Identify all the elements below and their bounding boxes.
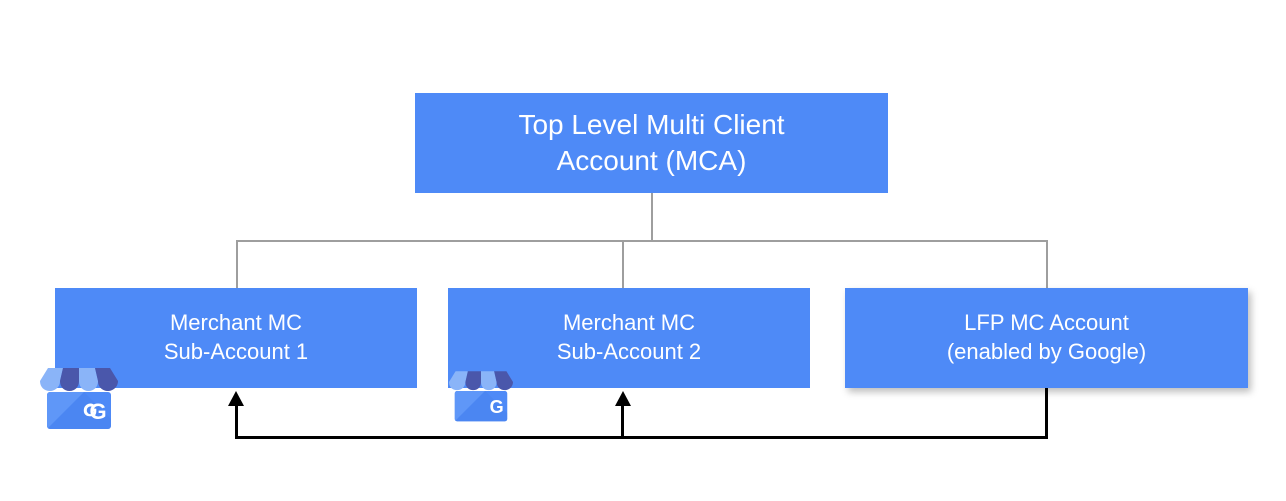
connector-drop-sub2 xyxy=(622,240,624,289)
node-merchant-sub-account-2-label: Merchant MC Sub-Account 2 xyxy=(556,310,702,364)
feed-arrow-riser-sub1 xyxy=(235,403,238,439)
feed-arrow-bus xyxy=(235,436,1048,439)
node-lfp-mc-account-label: LFP MC Account (enabled by Google) xyxy=(946,310,1147,364)
connector-drop-lfp xyxy=(1046,240,1048,289)
gmb-letter-g: G xyxy=(490,397,504,417)
arrowhead-icon-sub2 xyxy=(615,391,631,406)
arrowhead-icon-sub1 xyxy=(228,391,244,406)
node-top-level-mca-label: Top Level Multi Client Account (MCA) xyxy=(518,108,785,176)
node-merchant-sub-account-1[interactable]: Merchant MC Sub-Account 1 xyxy=(55,288,417,388)
google-my-business-storefront-icon: G xyxy=(449,371,513,422)
google-my-business-storefront-icon: G xyxy=(40,368,118,429)
connector-top-stem xyxy=(651,193,653,242)
feed-arrow-riser-lfp xyxy=(1045,388,1048,439)
node-merchant-sub-account-2[interactable]: Merchant MC Sub-Account 2 xyxy=(448,288,810,388)
gmb-letter-g: G xyxy=(89,399,106,424)
node-top-level-mca[interactable]: Top Level Multi Client Account (MCA) xyxy=(415,93,888,193)
feed-arrow-riser-sub2 xyxy=(621,403,624,439)
connector-horizontal-bus xyxy=(236,240,1047,242)
connector-drop-sub1 xyxy=(236,240,238,289)
node-merchant-sub-account-1-label: Merchant MC Sub-Account 1 xyxy=(163,310,309,364)
node-lfp-mc-account[interactable]: LFP MC Account (enabled by Google) xyxy=(845,288,1248,388)
